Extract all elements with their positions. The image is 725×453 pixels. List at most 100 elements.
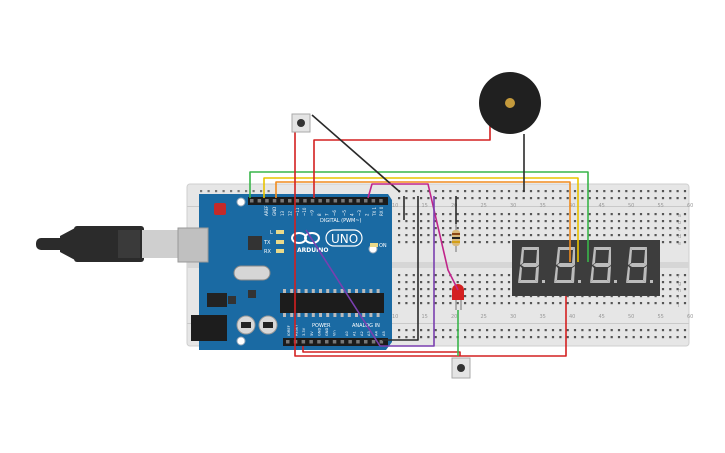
breadboard-column-numbers: 10 10 15 15 20 20 25 25 30 30 35 35 40 40 45 45 50 50 55 55… xyxy=(392,203,693,320)
atmega-chip xyxy=(280,293,384,313)
digital-pin-label: ~5 xyxy=(342,210,347,216)
column-number: 20 xyxy=(451,203,457,209)
analog-pin-label: A3 xyxy=(367,331,371,336)
aref-label: AREF xyxy=(264,205,269,216)
wires xyxy=(249,114,589,357)
column-number: 15 xyxy=(422,314,428,320)
column-number: 15 xyxy=(422,203,428,209)
digital-pin-label: 7 xyxy=(324,213,329,216)
column-number: 30 xyxy=(510,203,516,209)
column-number: 35 xyxy=(540,314,546,320)
row-letter: b xyxy=(678,220,681,226)
on-label: ON xyxy=(379,243,387,249)
digital-pin-label: ~10 xyxy=(302,207,307,216)
column-number: 45 xyxy=(599,314,605,320)
l-label: L xyxy=(270,230,273,236)
analog-in-label: ANALOG IN xyxy=(352,323,380,329)
wire-red-long xyxy=(294,132,567,357)
column-number: 45 xyxy=(599,203,605,209)
power-pin-label: 3.3V xyxy=(302,327,306,336)
push-button-top[interactable] xyxy=(291,113,311,133)
column-number: 50 xyxy=(628,203,634,209)
row-letter: d xyxy=(678,234,681,240)
wire-black-gnd xyxy=(382,196,419,341)
arduino-logo-icon xyxy=(291,232,320,244)
row-letter: f xyxy=(678,274,680,280)
row-letter: c xyxy=(678,227,681,233)
arduino-uno-board: L TX RX ON ARDUINO UNO DIGITAL (PWM~) PO… xyxy=(177,194,392,350)
row-letter: h xyxy=(678,288,681,294)
column-number: 60 xyxy=(687,314,693,320)
piezo-buzzer xyxy=(479,72,541,134)
row-letter: i xyxy=(678,295,679,301)
digit xyxy=(626,247,653,283)
column-number: 30 xyxy=(510,314,516,320)
column-number: 35 xyxy=(540,203,546,209)
column-number: 55 xyxy=(658,203,664,209)
digital-pin-label: 2 xyxy=(364,213,369,216)
digital-pin-label: ~6 xyxy=(332,210,337,216)
digital-pin-label: ~3 xyxy=(357,210,362,216)
analog-pin-label: A5 xyxy=(382,331,386,336)
digital-pin-label: 12 xyxy=(287,210,292,216)
gnd-label: GND xyxy=(272,207,277,216)
wire-green xyxy=(249,171,589,262)
column-number: 25 xyxy=(481,314,487,320)
column-number: 50 xyxy=(628,314,634,320)
wire-orange xyxy=(275,181,571,262)
wire-red-bottom xyxy=(302,346,461,356)
digital-pwm-label: DIGITAL (PWM~) xyxy=(320,218,362,224)
red-led xyxy=(452,284,464,310)
wire-yellow xyxy=(263,177,579,262)
resistor xyxy=(452,224,460,252)
analog-pin-label: A0 xyxy=(345,331,349,336)
uno-model-label: UNO xyxy=(331,232,358,246)
power-pin-label: RESET xyxy=(295,324,299,336)
digital-pin-label: ~9 xyxy=(310,210,315,216)
row-letter: j xyxy=(677,302,679,308)
power-pin-label: Vin xyxy=(333,330,337,336)
analog-pin-label: A2 xyxy=(360,331,364,336)
digital-pin-label: ~11 xyxy=(295,207,300,216)
wire-black-button xyxy=(311,114,401,193)
power-pin-label: GND xyxy=(317,328,321,336)
wire-red-buzzer xyxy=(313,124,491,198)
column-number: 25 xyxy=(481,203,487,209)
seven-segment-display xyxy=(512,240,660,296)
analog-pin-label: A4 xyxy=(375,331,379,336)
arduino-brand-label: ARDUINO xyxy=(297,247,328,254)
digital-pin-label: TX 1 xyxy=(372,207,377,217)
row-letter: g xyxy=(678,281,681,287)
digital-header xyxy=(248,197,388,205)
rx-label: RX xyxy=(264,249,271,255)
digit xyxy=(590,247,617,283)
power-pin-label: IOREF xyxy=(287,325,291,336)
column-number: 60 xyxy=(687,203,693,209)
analog-pin-label: A1 xyxy=(352,331,356,336)
reset-button[interactable] xyxy=(214,203,226,215)
digit xyxy=(554,247,581,283)
row-letter: e xyxy=(678,241,681,247)
row-letter: a xyxy=(678,213,681,219)
column-number: 10 xyxy=(392,314,398,320)
column-number: 20 xyxy=(451,314,457,320)
digital-pin-label: RX 0 xyxy=(379,206,384,216)
push-button-bottom[interactable] xyxy=(451,357,471,379)
tx-label: TX xyxy=(263,240,271,246)
wire-magenta xyxy=(367,183,459,291)
column-number: 40 xyxy=(569,203,575,209)
digit xyxy=(518,247,545,283)
column-number: 10 xyxy=(392,203,398,209)
wire-purple xyxy=(305,196,435,347)
column-number: 55 xyxy=(658,314,664,320)
power-pin-label: GND xyxy=(325,328,329,336)
power-pin-label: 5V xyxy=(310,331,314,336)
column-number: 40 xyxy=(569,314,575,320)
power-label: POWER xyxy=(312,323,331,329)
digital-pin-label: 4 xyxy=(350,213,355,216)
